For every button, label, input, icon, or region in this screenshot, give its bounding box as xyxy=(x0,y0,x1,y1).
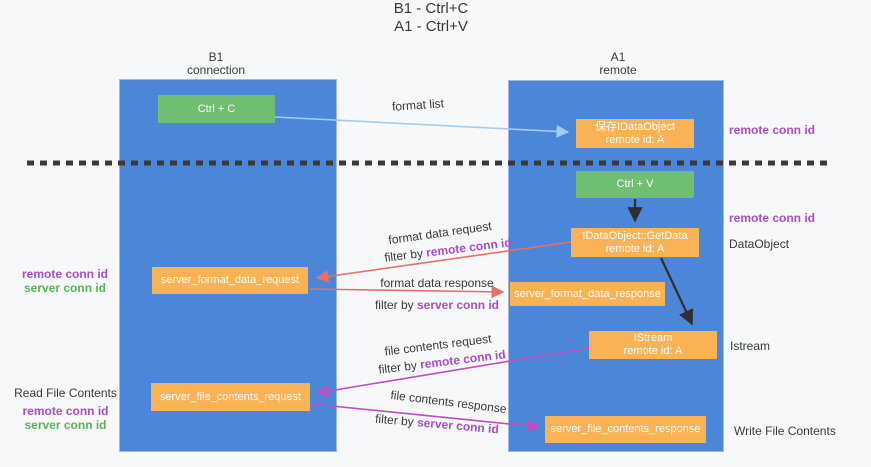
filter-by-text: filter by xyxy=(377,357,422,377)
istream-line1: IStream xyxy=(633,332,673,344)
ctrl-v-action-box: Ctrl + V xyxy=(576,171,694,198)
server-conn-id-text: server conn id xyxy=(416,415,500,437)
filter-by-text: filter by xyxy=(374,411,418,430)
server-format-data-request-label: server_format_data_request xyxy=(160,274,300,286)
left-column-header: B1 connection xyxy=(160,51,272,77)
format-data-response-label: format data response xyxy=(380,276,494,290)
istream-line2: remote id: A xyxy=(623,345,683,357)
left-server-conn-id-label: server conn id xyxy=(23,281,107,295)
server-format-data-response-box: server_format_data_response xyxy=(510,282,665,306)
read-file-contents-label: Read File Contents xyxy=(14,386,117,400)
left-bottom-server-conn-id-label: server conn id xyxy=(24,418,107,432)
file-response-filter-label: filter by server conn id xyxy=(364,411,511,438)
ctrl-c-action-box: Ctrl + C xyxy=(158,95,275,123)
server-format-data-response-label: server_format_data_response xyxy=(514,287,661,300)
save-dataobject-line2: remote id: A xyxy=(605,133,665,146)
server-file-contents-request-label: server_file_contents_request xyxy=(159,390,302,403)
server-format-data-request-box: server_format_data_request xyxy=(152,267,308,294)
title-line-2: A1 - Ctrl+V xyxy=(394,18,468,35)
file-contents-response-label: file contents response xyxy=(389,387,508,417)
left-column-name: B1 xyxy=(208,50,224,64)
right-column-header: A1 remote xyxy=(562,51,674,77)
getdata-line1: IDataObject::GetData xyxy=(582,229,688,242)
getdata-line2: remote id: A xyxy=(605,242,665,255)
left-remote-conn-id-label: remote conn id xyxy=(21,267,108,281)
dataobject-label: DataObject xyxy=(729,237,790,251)
filter-by-text: filter by xyxy=(374,298,417,312)
server-file-contents-request-box: server_file_contents_request xyxy=(151,383,310,411)
title-line-1: B1 - Ctrl+C xyxy=(393,0,469,17)
read-file-contents-labels: Read File Contents remote conn id server… xyxy=(8,386,123,432)
left-bottom-remote-conn-id-label: remote conn id xyxy=(22,404,109,418)
server-file-contents-response-label: server_file_contents_response xyxy=(550,423,701,435)
filter-by-text: filter by xyxy=(383,245,428,265)
server-conn-id-text: server conn id xyxy=(416,298,500,312)
right-remote-conn-id-top-label: remote conn id xyxy=(729,123,816,137)
ctrl-c-label: Ctrl + C xyxy=(197,102,236,115)
istream-side-label: Istream xyxy=(730,339,771,353)
server-file-contents-response-box: server_file_contents_response xyxy=(545,416,706,443)
write-file-contents-label: Write File Contents xyxy=(734,424,836,438)
right-column-role: remote xyxy=(599,63,637,77)
save-dataobject-line1: 保存IDataObject xyxy=(594,120,676,133)
left-mid-conn-id-labels: remote conn id server conn id xyxy=(15,267,115,295)
left-column-role: connection xyxy=(186,63,246,77)
format-response-filter-label: filter by server conn id xyxy=(367,298,507,312)
save-dataobject-box: 保存IDataObject remote id: A xyxy=(576,119,694,148)
right-remote-conn-id-mid-label: remote conn id xyxy=(729,211,816,225)
idataobject-getdata-box: IDataObject::GetData remote id: A xyxy=(571,228,699,257)
istream-box: IStream remote id: A xyxy=(589,331,717,359)
diagram-title: B1 - Ctrl+C A1 - Ctrl+V xyxy=(0,0,862,36)
ctrl-v-label: Ctrl + V xyxy=(616,178,654,190)
format-list-label: format list xyxy=(391,96,445,114)
right-column-name: A1 xyxy=(610,50,626,64)
